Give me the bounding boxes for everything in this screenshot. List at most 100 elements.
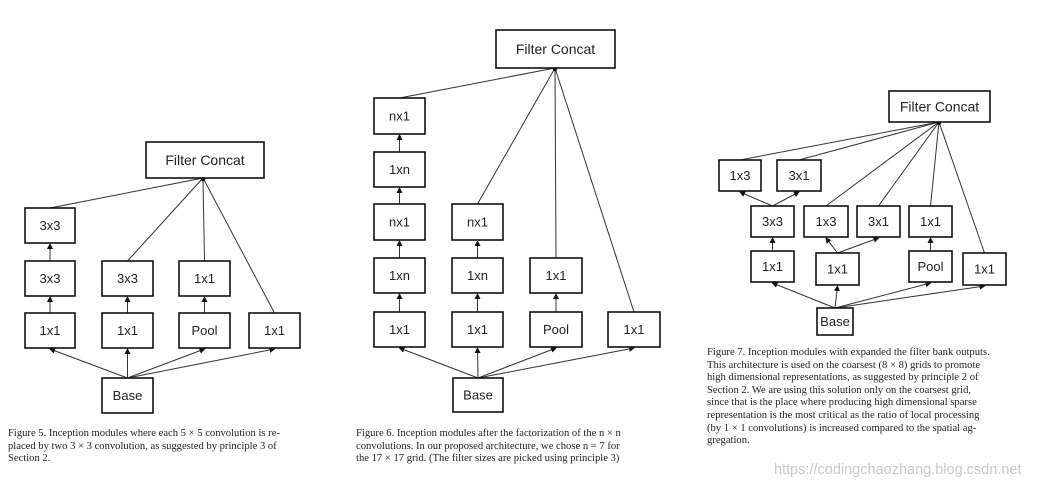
figure-6-diagram: Filter Concatnx11xnnx11xn1x1nx11xn1x11x1… — [373, 29, 661, 413]
caption-line: gregation. — [707, 435, 750, 447]
node-box — [101, 260, 154, 297]
concat-edge — [202, 177, 205, 262]
caption-line: convolutions. In our proposed architectu… — [356, 440, 620, 452]
node-label: 1xn — [389, 268, 410, 283]
node-label: 1x1 — [762, 259, 783, 274]
caption-line: Figure 7. Inception modules with expande… — [707, 347, 990, 358]
node-label: Pool — [543, 322, 569, 337]
concat-edge — [798, 121, 940, 161]
node-label: 1x1 — [920, 214, 941, 229]
base-node: Base — [452, 377, 504, 413]
node-box — [962, 252, 1007, 286]
node-label: Pool — [191, 323, 217, 338]
edge-arrow — [477, 345, 635, 379]
base-node: Base — [816, 307, 854, 336]
node-box — [451, 203, 504, 241]
node-box — [815, 252, 860, 286]
node-label: Filter Concat — [516, 41, 595, 57]
edge-arrow — [834, 283, 986, 309]
node-box — [373, 97, 426, 135]
node-label: Base — [820, 314, 850, 329]
node-label: Base — [113, 388, 143, 403]
edge-arrow — [49, 347, 128, 379]
node-box — [451, 311, 504, 348]
node-box — [529, 257, 583, 294]
edge-arrow — [398, 346, 479, 379]
caption-line: representation is the most critical as t… — [707, 409, 980, 421]
caption-line: since that is the place where producing … — [707, 397, 977, 409]
caption-line: Figure 5. Inception modules where each 5… — [8, 428, 280, 439]
node-label: Pool — [917, 259, 943, 274]
node-box — [145, 141, 265, 179]
layer-node: Pool — [178, 312, 231, 349]
node-label: 3x3 — [762, 214, 783, 229]
node-box — [718, 159, 762, 192]
edge-arrow — [127, 347, 276, 379]
layer-node: 3x1 — [776, 159, 822, 192]
node-label: 1x1 — [389, 322, 410, 337]
layer-node: 1x1 — [750, 250, 795, 283]
edge-arrow — [772, 191, 800, 207]
concat-edge — [127, 177, 204, 262]
node-box — [373, 311, 426, 348]
node-box — [776, 159, 822, 192]
layer-node: 3x1 — [856, 205, 901, 238]
node-label: nx1 — [389, 215, 410, 230]
node-box — [373, 151, 426, 188]
node-box — [451, 257, 504, 294]
layer-node: Pool — [908, 250, 953, 283]
caption-line: the 17 × 17 grid. (The filter sizes are … — [356, 453, 620, 465]
layer-node: 3x3 — [24, 260, 76, 297]
node-label: 1x1 — [624, 322, 645, 337]
layer-node: 1x3 — [803, 205, 849, 238]
node-label: 3x3 — [117, 271, 138, 286]
concat-edge — [878, 121, 940, 207]
node-label: 1x1 — [194, 271, 215, 286]
node-box — [101, 377, 154, 414]
layer-node: 1xn — [451, 257, 504, 294]
layer-node: nx1 — [373, 203, 426, 241]
node-box — [178, 260, 231, 297]
concat-edge — [399, 67, 556, 99]
edge-arrow — [834, 281, 932, 309]
caption-line: Figure 6. Inception modules after the fa… — [356, 428, 621, 439]
layer-node: nx1 — [451, 203, 504, 241]
node-label: 3x1 — [868, 214, 889, 229]
node-box — [178, 312, 231, 349]
concat-edge — [49, 177, 204, 209]
layer-node: 1x1 — [24, 312, 76, 349]
concat-edge — [554, 67, 557, 259]
node-box — [908, 250, 953, 283]
layer-node: 3x3 — [750, 205, 795, 238]
node-label: 1x1 — [40, 323, 61, 338]
node-box — [856, 205, 901, 238]
edge-arrow — [477, 346, 557, 379]
layer-node: 1x1 — [607, 311, 661, 348]
caption-line: This architecture is used on the coarses… — [707, 359, 981, 371]
node-box — [750, 250, 795, 283]
edge-arrow — [833, 285, 840, 309]
concat-edge — [477, 67, 556, 205]
layer-node: Pool — [529, 311, 583, 348]
node-label: 1x1 — [117, 323, 138, 338]
layer-node: 1x1 — [248, 312, 301, 349]
concat-edge — [930, 121, 940, 207]
node-box — [495, 29, 616, 69]
node-box — [803, 205, 849, 238]
edge-arrow — [825, 237, 838, 254]
node-box — [888, 90, 991, 123]
node-box — [24, 260, 76, 297]
edge-arrow — [127, 347, 206, 379]
node-label: Filter Concat — [900, 99, 979, 115]
node-box — [248, 312, 301, 349]
node-label: 3x3 — [40, 218, 61, 233]
layer-node: 1x1 — [373, 311, 426, 348]
filter-concat-node: Filter Concat — [888, 90, 991, 123]
figure-5-caption: Figure 5. Inception modules where each 5… — [8, 428, 280, 466]
node-box — [607, 311, 661, 348]
layer-node: 1x1 — [451, 311, 504, 348]
node-label: 1x1 — [974, 262, 995, 277]
caption-line: Section 2. We are using this solution on… — [707, 384, 972, 396]
